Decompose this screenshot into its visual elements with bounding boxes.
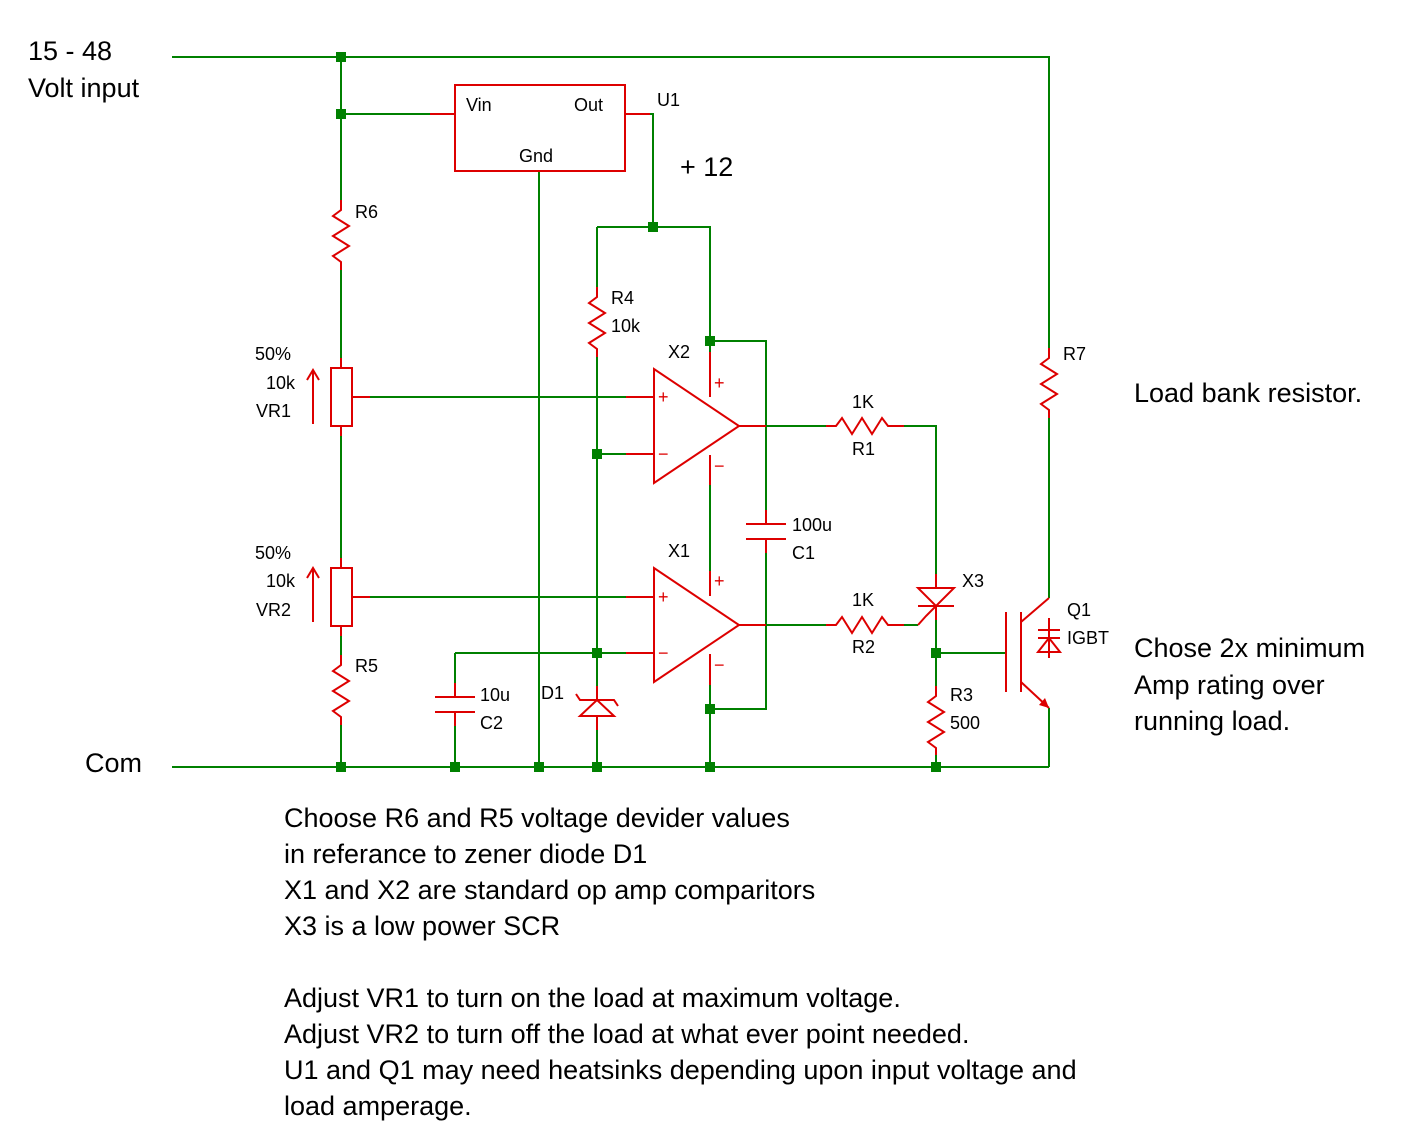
r5-label: R5: [355, 656, 378, 676]
vr1-potentiometer: [306, 358, 370, 436]
vr2-potentiometer: [306, 558, 370, 636]
r2-resistor: [826, 615, 904, 635]
vr2-label: VR2: [256, 600, 291, 620]
x3-scr: [915, 574, 957, 626]
x2-vplus-sign: +: [714, 373, 725, 393]
r4-resistor: [587, 287, 607, 357]
u1-vin-label: Vin: [466, 95, 492, 115]
input-voltage-label: 15 - 48: [28, 36, 112, 66]
u1-ref-label: U1: [657, 90, 680, 110]
note-line: load amperage.: [284, 1091, 472, 1121]
note-line: U1 and Q1 may need heatsinks depending u…: [284, 1055, 1077, 1085]
x1-vplus-sign: +: [714, 571, 725, 591]
note-line: Adjust VR2 to turn off the load at what …: [284, 1019, 970, 1049]
u1-regulator: [430, 84, 650, 172]
x2-plus-sign: +: [658, 387, 669, 407]
x2-minus-sign: −: [658, 444, 669, 464]
wires: [172, 56, 1050, 768]
note-line: X1 and X2 are standard op amp comparitor…: [284, 875, 816, 905]
vr1-label: VR1: [256, 401, 291, 421]
x1-minus-sign: −: [658, 643, 669, 663]
x2-vminus-sign: −: [714, 456, 725, 476]
note-line: Adjust VR1 to turn on the load at maximu…: [284, 983, 901, 1013]
r1-resistor: [826, 416, 904, 436]
note-line: [284, 944, 1077, 980]
c2-value: 10u: [480, 685, 510, 705]
c2-capacitor: [435, 683, 475, 726]
igbt-note-3: running load.: [1134, 706, 1290, 736]
com-label: Com: [85, 748, 142, 778]
x1-opamp: [626, 566, 766, 685]
d1-label: D1: [541, 683, 564, 703]
c1-value: 100u: [792, 515, 832, 535]
load-bank-label: Load bank resistor.: [1134, 378, 1362, 408]
r2-label: R2: [852, 637, 875, 657]
r3-label: R3: [950, 685, 973, 705]
igbt-note-1: Chose 2x minimum: [1134, 633, 1365, 663]
notes-block: Choose R6 and R5 voltage devider values …: [284, 800, 1077, 1124]
vr2-value: 10k: [266, 571, 296, 591]
r4-value: 10k: [611, 316, 641, 336]
r6-resistor: [331, 200, 351, 270]
r2-value: 1K: [852, 590, 874, 610]
r7-resistor: [1039, 348, 1059, 418]
x1-plus-sign: +: [658, 587, 669, 607]
c2-label: C2: [480, 713, 503, 733]
r3-resistor: [926, 686, 946, 755]
x2-label: X2: [668, 342, 690, 362]
u1-out-label: Out: [574, 95, 603, 115]
junction-nodes: [336, 52, 941, 772]
d1-zener-diode: [575, 686, 619, 730]
x2-opamp: [626, 352, 766, 485]
r1-label: R1: [852, 439, 875, 459]
r4-label: R4: [611, 288, 634, 308]
vr2-setting: 50%: [255, 543, 291, 563]
u1-gnd-label: Gnd: [519, 146, 553, 166]
r1-value: 1K: [852, 392, 874, 412]
q1-label: Q1: [1067, 600, 1091, 620]
note-line: X3 is a low power SCR: [284, 911, 561, 941]
r6-label: R6: [355, 202, 378, 222]
c1-capacitor: [746, 510, 786, 553]
q1-igbt: [1005, 597, 1063, 709]
labels: 15 - 48 Volt input Com + 12 Load bank re…: [28, 36, 1365, 778]
note-line: Choose R6 and R5 voltage devider values: [284, 803, 790, 833]
r3-value: 500: [950, 713, 980, 733]
input-voltage-label-2: Volt input: [28, 73, 140, 103]
vr1-setting: 50%: [255, 344, 291, 364]
c1-label: C1: [792, 543, 815, 563]
r5-resistor: [331, 655, 351, 725]
igbt-note-2: Amp rating over: [1134, 670, 1325, 700]
x3-label: X3: [962, 571, 984, 591]
x1-label: X1: [668, 541, 690, 561]
vr1-value: 10k: [266, 373, 296, 393]
r7-label: R7: [1063, 344, 1086, 364]
plus12-label: + 12: [680, 152, 733, 182]
x1-vminus-sign: −: [714, 655, 725, 675]
note-line: in referance to zener diode D1: [284, 839, 648, 869]
q1-type-label: IGBT: [1067, 628, 1109, 648]
